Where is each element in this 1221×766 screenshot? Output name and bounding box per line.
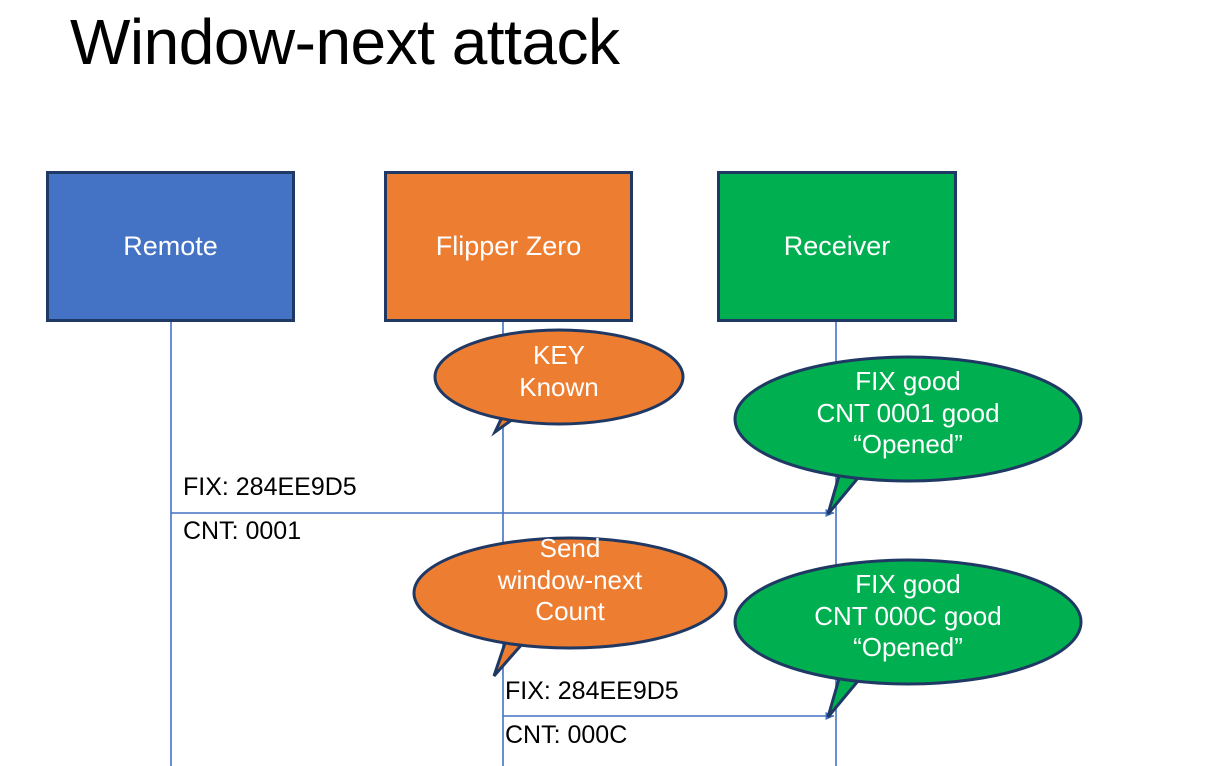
callout-bubble	[733, 558, 1083, 686]
actor-box-receiver[interactable]: Receiver	[717, 171, 957, 322]
callout-receiver-ack-1	[733, 355, 1083, 515]
callout-bubble	[433, 328, 685, 426]
actor-label-remote: Remote	[123, 231, 218, 262]
callout-receiver-ack-2	[733, 558, 1083, 718]
message-2-fix-label: FIX: 284EE9D5	[505, 677, 679, 705]
message-1-cnt-label: CNT: 0001	[183, 517, 302, 545]
actor-box-flipper-zero[interactable]: Flipper Zero	[384, 171, 633, 322]
actor-label-flipper-zero: Flipper Zero	[435, 231, 582, 262]
callout-send-window-next	[412, 536, 728, 677]
callout-key-known	[433, 328, 685, 437]
message-2-cnt-label: CNT: 000C	[505, 721, 628, 749]
actor-label-receiver: Receiver	[783, 231, 891, 262]
callout-bubble	[412, 536, 728, 650]
message-1-fix-label: FIX: 284EE9D5	[183, 473, 357, 501]
page-title: Window-next attack	[70, 6, 620, 78]
callout-bubble	[733, 355, 1083, 483]
actor-box-remote[interactable]: Remote	[46, 171, 295, 322]
